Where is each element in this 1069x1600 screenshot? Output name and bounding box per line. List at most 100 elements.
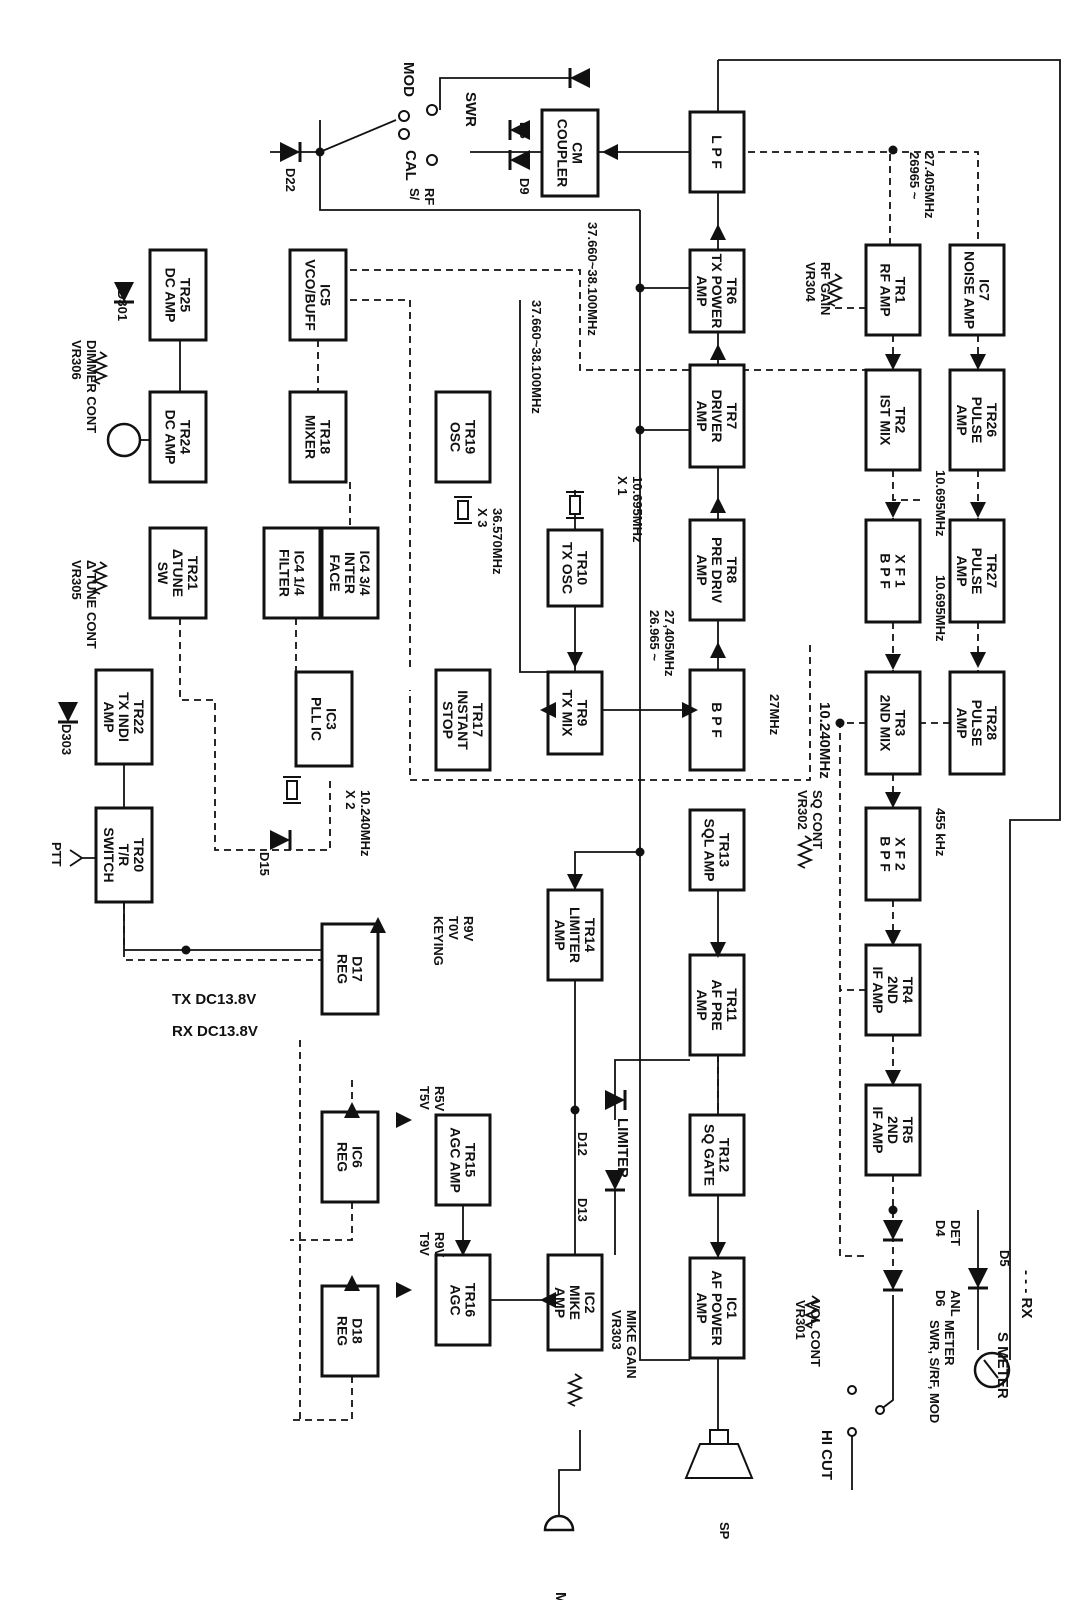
- block-ic6-label: IC6REG: [335, 1142, 366, 1172]
- block-ic2: IC2MIKEAMP: [546, 1253, 604, 1352]
- block-lpf-label: L P F: [709, 135, 725, 169]
- vr305-tune-cont-icon[interactable]: [91, 561, 109, 595]
- freq-10240-label: 10.240MHz: [816, 702, 833, 779]
- block-tr3: TR32ND MIX: [864, 670, 922, 776]
- block-tr5: TR52NDIF AMP: [864, 1083, 922, 1177]
- block-tr5-label: TR52NDIF AMP: [870, 1107, 916, 1154]
- block-tr2: TR2IST MIX: [864, 368, 922, 472]
- block-tr6: TR6TX POWERAMP: [688, 248, 746, 334]
- meter-switch[interactable]: [398, 104, 438, 166]
- block-ic7-label: IC7NOISE AMP: [962, 251, 993, 329]
- block-xf1-label: X F 1B P F: [878, 553, 909, 589]
- freq-10695-rx-label: 10.695MHz: [933, 470, 948, 537]
- block-cm-label: CMCOUPLER: [555, 119, 586, 187]
- diode-d6-icon: [883, 1270, 903, 1292]
- block-tr25-label: TR25DC AMP: [163, 268, 194, 323]
- block-ic3-label: IC3PLL IC: [309, 697, 340, 741]
- vr303-mike-gain-icon[interactable]: [566, 1373, 584, 1407]
- block-tr27-label: TR27PULSEAMP: [954, 548, 1000, 595]
- arrow-icon: [370, 917, 386, 933]
- vr306-dimmer-cont-icon[interactable]: [91, 351, 109, 385]
- limiter-label: LIMITER: [614, 1118, 631, 1178]
- block-ic6: IC6REG: [320, 1110, 380, 1204]
- arrow-icon: [885, 354, 901, 370]
- led-d301-icon: [114, 282, 134, 304]
- arrow-icon: [540, 702, 556, 718]
- d22-label: D22: [283, 168, 298, 192]
- arrow-icon: [567, 652, 583, 668]
- tx-dc-label: TX DC13.8V: [172, 991, 256, 1008]
- vr301-vol-cont-icon[interactable]: [803, 1295, 821, 1329]
- block-ic5-label: IC5VCO/BUFF: [303, 259, 334, 331]
- block-tr8: TR8PRE DRIVAMP: [688, 518, 746, 622]
- block-d18: D18REG: [320, 1284, 380, 1378]
- block-tr27: TR27PULSEAMP: [948, 518, 1006, 624]
- diode-d13-icon: [605, 1170, 625, 1192]
- d5-label: D5: [997, 1250, 1012, 1267]
- block-tr12: TR12SQ GATE: [688, 1113, 746, 1197]
- block-ic5: IC5VCO/BUFF: [288, 248, 348, 342]
- arrow-icon: [710, 497, 726, 513]
- block-tr19: TR19OSC: [434, 390, 492, 484]
- label-vr303: VR303MIKE GAIN: [609, 1310, 639, 1379]
- d8-label: D8: [517, 122, 532, 139]
- label-srf: S/RF: [407, 188, 437, 205]
- block-xf2-label: X F 2B P F: [878, 836, 909, 872]
- block-d18-label: D18REG: [335, 1316, 366, 1346]
- diode-d5-icon: [968, 1268, 988, 1290]
- arrow-icon: [710, 1242, 726, 1258]
- block-tr28: TR28PULSEAMP: [948, 670, 1006, 776]
- label-d6: D6ANL: [933, 1290, 963, 1317]
- hi-cut-label: HI CUT: [818, 1430, 835, 1480]
- block-tr1-label: TR1RF AMP: [878, 263, 909, 316]
- d9-label: D9: [517, 178, 532, 195]
- label-vr302: VR302SQ CONT: [795, 790, 825, 849]
- arrow-icon: [396, 1112, 412, 1128]
- block-tr4-label: TR42NDIF AMP: [870, 967, 916, 1014]
- arrow-icon: [710, 224, 726, 240]
- ptt-label: PTT: [49, 842, 64, 867]
- component-symbols: [58, 68, 1011, 1532]
- block-lpf: L P F: [688, 110, 746, 194]
- block-tr6-label: TR6TX POWERAMP: [694, 254, 740, 329]
- block-ic41-label: IC4 1/4FILTER: [277, 549, 308, 597]
- crystal-x2-icon: [283, 776, 301, 804]
- diode-d12-icon: [605, 1090, 627, 1110]
- arrow-icon: [885, 792, 901, 808]
- s-meter-label: S METER: [994, 1332, 1011, 1399]
- block-tr18-label: TR18MIXER: [303, 415, 334, 459]
- block-ic7: IC7NOISE AMP: [948, 243, 1006, 337]
- label-x1: X 110.695MHz: [615, 476, 645, 543]
- label-f26965b: 26.965 ~27,405MHz: [647, 610, 677, 677]
- block-tr26-label: TR26PULSEAMP: [954, 397, 1000, 444]
- block-tr21: TR21ΔTUNESW: [148, 526, 208, 620]
- block-tr17-label: TR17INSTANTSTOP: [440, 690, 486, 750]
- freq-37660-lower-label: 37.660~38.100MHz: [529, 300, 544, 414]
- block-tr28-label: TR28PULSEAMP: [954, 700, 1000, 747]
- block-tr15: TR15AGC AMP: [434, 1113, 492, 1207]
- arrow-icon: [602, 144, 618, 160]
- block-ic43-label: IC4 3/4INTERFACE: [327, 550, 373, 595]
- freq-10695-nb-label: 10.695MHz: [933, 575, 948, 642]
- mod-switch-label: MOD: [400, 62, 417, 97]
- hi-cut-switch[interactable]: [847, 1385, 885, 1437]
- diode-d4-icon: [883, 1220, 903, 1242]
- block-ic1-label: IC1AF POWERAMP: [694, 1270, 740, 1345]
- arrow-icon: [970, 502, 986, 518]
- label-vr305: VR305Δ TUNE CONT: [69, 560, 99, 649]
- block-tr14-label: TR14LIMITERAMP: [552, 907, 598, 963]
- block-tr25: TR25DC AMP: [148, 248, 208, 342]
- block-tr3-label: TR32ND MIX: [878, 695, 909, 752]
- block-bpf: B P F: [688, 668, 746, 772]
- d13-label: D13: [575, 1198, 590, 1222]
- vr302-sq-cont-icon[interactable]: [796, 835, 814, 869]
- block-tr13-label: TR13SQL AMP: [702, 818, 733, 881]
- block-tr11: TR11AF PREAMP: [688, 953, 746, 1057]
- vr304-rf-gain-icon[interactable]: [826, 273, 844, 307]
- block-tr20-label: TR20T/RSWITCH: [101, 827, 147, 882]
- block-tr4: TR42NDIF AMP: [864, 943, 922, 1037]
- block-ic1: IC1AF POWERAMP: [688, 1256, 746, 1360]
- freq-27mhz-label: 27MHz: [767, 694, 782, 736]
- block-tr24-label: TR24DC AMP: [163, 410, 194, 465]
